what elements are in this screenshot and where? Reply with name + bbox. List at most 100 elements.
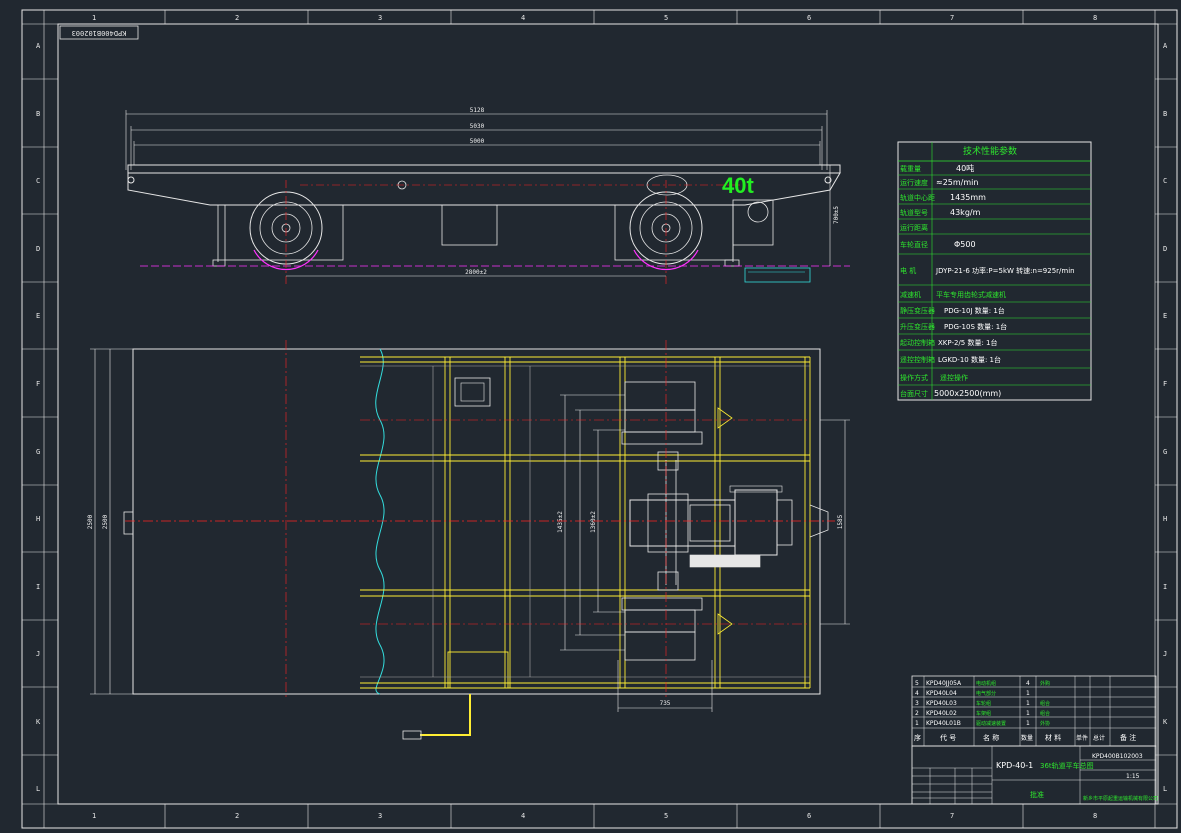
dim-gauge: 1435±2 <box>557 511 564 533</box>
row-letter: A <box>36 42 41 50</box>
spec-label: 操作方式 <box>900 373 928 382</box>
spec-label: 升压变压器 <box>900 322 935 331</box>
title-company: 新乡市平原起重运输机械有限公司 <box>1083 795 1158 802</box>
spec-label: 载重量 <box>900 164 921 173</box>
spec-value: JDYP-21-6 功率:P=5kW 转速:n=925r/min <box>935 266 1075 275</box>
drawing-stroke <box>657 571 679 591</box>
spec-table: 技术性能参数 载重量 运行速度 轨道中心距 轨道型号 运行距离 车轮直径 电 机… <box>897 141 1092 401</box>
title-drawing-no: KPD400B102003 <box>1092 753 1143 760</box>
row-letter: B <box>36 110 40 118</box>
spec-label: 电 机 <box>900 266 916 275</box>
drawing-stroke <box>360 365 810 678</box>
spec-value: 遥控操作 <box>940 373 968 382</box>
col-num: 1 <box>92 812 96 820</box>
drawing-label: 驱动减速装置 <box>976 720 1006 727</box>
drawing-stroke <box>717 407 733 429</box>
dim-mid: 5030 <box>470 123 485 130</box>
drawing-stroke <box>624 409 696 433</box>
drawing-label: KPD40L04 <box>926 690 957 697</box>
spec-value: LGKD-10 数量: 1台 <box>938 355 1001 364</box>
drawing-stroke <box>127 164 841 174</box>
col-num: 3 <box>378 14 382 22</box>
column-ticks <box>164 10 1024 828</box>
drawing-stroke <box>911 745 1157 805</box>
drawing-label: 备 注 <box>1120 733 1136 742</box>
drawing-stroke <box>897 141 1092 401</box>
drawing-label: KPD400B102003 <box>72 29 127 37</box>
drawing-label: 总计 <box>1093 734 1105 742</box>
col-num: 5 <box>664 812 668 820</box>
title-scale: 1:15 <box>1126 773 1140 780</box>
drawing-stroke <box>224 204 344 261</box>
drawing-stroke <box>912 676 1156 746</box>
row-letter: C <box>36 177 40 185</box>
drawing-label: 5 <box>915 680 919 687</box>
title-block: KPD-40-1 36t轨道平车总图 KPD400B102003 1:15 批准… <box>911 745 1158 805</box>
drawing-label: 单件 <box>1076 734 1088 742</box>
spec-label: 运行速度 <box>900 178 928 187</box>
spec-label: 轨道型号 <box>900 208 928 217</box>
row-letter: C <box>1163 177 1167 185</box>
spec-value: 43kg/m <box>950 208 981 217</box>
col-num: 5 <box>664 14 668 22</box>
capacity-label: 40t <box>722 173 754 198</box>
drawing-stroke <box>360 356 811 689</box>
spec-label: 台面尺寸 <box>900 389 928 398</box>
drawing-stroke <box>912 746 1156 804</box>
drawing-label: 材 料 <box>1045 733 1061 742</box>
drawing-label: 1 <box>1026 710 1030 717</box>
drawing-stroke <box>747 201 769 223</box>
drawing-stroke <box>898 174 1091 386</box>
row-letter: A <box>1163 42 1168 50</box>
drawing-stroke <box>647 493 689 553</box>
drawing-label: KPD40L01B <box>926 720 961 727</box>
drawing-label: 组合 <box>1040 710 1050 717</box>
drawing-stroke <box>732 199 774 246</box>
drawing-stroke <box>90 348 850 712</box>
col-num: 8 <box>1093 812 1097 820</box>
drawing-label: 序 <box>914 733 921 742</box>
spec-label: 运行距离 <box>900 223 928 232</box>
spec-label: 轨道中心距 <box>900 193 935 202</box>
title-name: 36t轨道平车总图 <box>1040 761 1094 770</box>
title-model: KPD-40-1 <box>996 761 1033 770</box>
row-letter: D <box>1163 245 1167 253</box>
spec-label: 车轮直径 <box>900 240 928 249</box>
drawing-stroke <box>624 631 696 661</box>
drawing-stroke <box>441 204 498 246</box>
drawing-label: 1 <box>1026 700 1030 707</box>
outer-frame <box>21 9 1178 829</box>
drawing-stroke <box>447 651 509 689</box>
spec-value: 40吨 <box>956 163 974 173</box>
row-letter: I <box>1163 583 1167 591</box>
drawing-stroke <box>744 267 811 283</box>
drawing-stroke <box>629 499 736 547</box>
drawing-stroke <box>125 110 828 170</box>
drawing-label: 电动机组 <box>976 680 996 687</box>
drawing-stroke <box>734 489 778 556</box>
drawing-label: 3 <box>915 700 919 707</box>
row-letter: E <box>36 312 40 320</box>
drawing-stroke <box>657 451 679 471</box>
drawing-label: KPD40JJ05A <box>926 680 962 687</box>
drawing-label: KPD40L03 <box>926 700 957 707</box>
row-letter: J <box>1163 650 1167 658</box>
dim-height: 700±5 <box>833 206 840 224</box>
row-letters-right: A B C D E F G H I J K L <box>1163 42 1168 793</box>
parts-list: 5 KPD40JJ05A 电动机组 4 外购 4 KPD40L04 电气部分 1… <box>911 675 1157 747</box>
col-num: 2 <box>235 812 239 820</box>
drawing-label: 组合 <box>1040 700 1050 707</box>
row-letter: F <box>36 380 40 388</box>
col-num: 2 <box>235 14 239 22</box>
spec-label: 减速机 <box>900 290 921 299</box>
row-letters-left: A B C D E F G H I J K L <box>36 42 41 793</box>
drawing-stroke <box>460 382 485 402</box>
col-num: 6 <box>807 812 811 820</box>
row-letter: G <box>36 448 40 456</box>
drawing-stroke <box>633 249 699 271</box>
drawing-stroke <box>621 597 703 611</box>
side-view: 5128 5030 5000 <box>125 107 850 285</box>
drawing-stroke <box>776 499 793 546</box>
drawing-stroke <box>402 730 422 740</box>
col-num: 1 <box>92 14 96 22</box>
